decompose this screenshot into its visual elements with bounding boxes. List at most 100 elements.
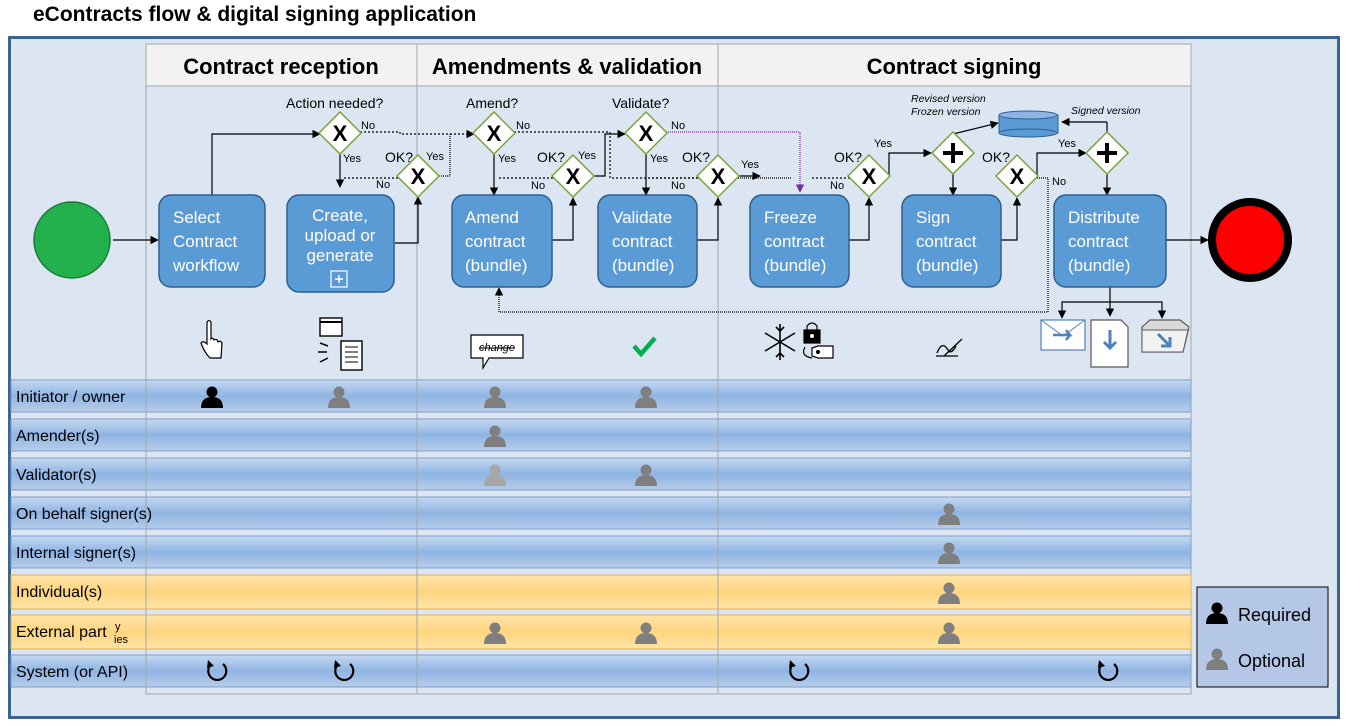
lane-internal: [10, 535, 1192, 569]
svg-text:No: No: [830, 180, 844, 192]
svg-text:workflow: workflow: [172, 256, 240, 275]
svg-text:(bundle): (bundle): [764, 256, 826, 275]
svg-text:(bundle): (bundle): [612, 256, 674, 275]
snowflake-icon: [764, 324, 796, 360]
svg-text:Yes: Yes: [498, 153, 516, 165]
svg-text:Select: Select: [173, 208, 221, 227]
lane-system: [10, 654, 1192, 688]
svg-text:Validate: Validate: [612, 208, 672, 227]
svg-text:Validate?: Validate?: [612, 95, 670, 111]
svg-text:No: No: [531, 180, 545, 192]
svg-text:X: X: [639, 121, 654, 146]
document-generate-icon: [318, 317, 363, 371]
lane-amender: [10, 418, 1192, 452]
gateway-parallel-distribute: [1084, 130, 1130, 176]
signature-pen-icon: [936, 338, 963, 357]
lane-label-external-sup: y: [115, 621, 121, 633]
svg-text:X: X: [711, 164, 726, 189]
svg-text:change: change: [479, 342, 515, 354]
svg-text:contract: contract: [916, 232, 977, 251]
svg-text:X: X: [333, 121, 348, 146]
legend: Required Optional: [1196, 586, 1329, 688]
svg-text:OK?: OK?: [834, 149, 862, 165]
svg-text:No: No: [1052, 176, 1066, 188]
lane-external: [10, 614, 1192, 650]
gateways: X X X X X X X: [317, 110, 1130, 199]
gateway-parallel-sign: [930, 130, 976, 176]
hand-pointer-icon: [200, 319, 223, 359]
svg-text:OK?: OK?: [537, 149, 565, 165]
svg-text:Amend: Amend: [465, 208, 519, 227]
end-event: [1208, 198, 1292, 282]
svg-text:OK?: OK?: [385, 149, 413, 165]
svg-text:Action needed?: Action needed?: [286, 95, 384, 111]
download-document-icon: [1090, 319, 1129, 368]
send-mail-icon: [1040, 319, 1086, 351]
svg-text:Yes: Yes: [343, 153, 361, 165]
svg-text:X: X: [411, 164, 426, 189]
swim-lanes: Initiator / owner Amender(s) Validator(s…: [10, 379, 1192, 694]
lane-label-individual: Individual(s): [16, 584, 102, 601]
task-distribute: Distribute contract (bundle): [1053, 194, 1167, 288]
gateway-amend: X: [471, 110, 517, 156]
lane-label-initiator: Initiator / owner: [16, 389, 126, 406]
svg-text:OK?: OK?: [682, 149, 710, 165]
svg-text:No: No: [671, 120, 685, 132]
gateway-ok-create: X: [395, 153, 441, 199]
archive-folder-icon: [1141, 319, 1190, 353]
svg-text:X: X: [566, 164, 581, 189]
svg-text:No: No: [516, 120, 530, 132]
svg-text:Yes: Yes: [426, 151, 444, 163]
flow-connectors: [113, 117, 1209, 319]
legend-required-label: Required: [1238, 605, 1311, 625]
lane-label-onbehalf: On behalf signer(s): [16, 506, 152, 523]
lane-validator: [10, 457, 1192, 491]
gateway-ok-freeze: X: [846, 153, 892, 199]
svg-text:Distribute: Distribute: [1068, 208, 1140, 227]
gateway-ok-amend: X: [550, 153, 596, 199]
svg-text:No: No: [376, 179, 390, 191]
gateway-action-needed: X: [317, 110, 363, 156]
svg-text:Amend?: Amend?: [466, 95, 518, 111]
lock-tag-icon: [802, 322, 834, 359]
lane-label-amender: Amender(s): [16, 428, 100, 445]
svg-text:X: X: [1010, 164, 1025, 189]
legend-optional-label: Optional: [1238, 651, 1305, 671]
svg-text:upload or: upload or: [305, 226, 376, 245]
lane-onbehalf: [10, 496, 1192, 530]
svg-text:contract: contract: [612, 232, 673, 251]
annotation-signed-version: Signed version: [1071, 105, 1141, 117]
phase-title-amendments: Amendments & validation: [432, 54, 702, 79]
lane-label-system: System (or API): [16, 664, 128, 681]
gateway-validate: X: [623, 110, 669, 156]
process-tasks: Select Contract workflow Create, upload …: [158, 194, 1167, 293]
svg-text:OK?: OK?: [982, 149, 1010, 165]
lane-label-internal: Internal signer(s): [16, 545, 136, 562]
phase-title-reception: Contract reception: [183, 54, 379, 79]
svg-text:X: X: [862, 164, 877, 189]
svg-text:Create,: Create,: [312, 206, 368, 225]
svg-text:X: X: [487, 121, 502, 146]
lane-label-external-sub: ies: [114, 634, 129, 646]
lane-label-validator: Validator(s): [16, 467, 97, 484]
svg-text:Freeze: Freeze: [764, 208, 817, 227]
svg-text:(bundle): (bundle): [916, 256, 978, 275]
check-icon: [632, 336, 657, 358]
task-validate: Validate contract (bundle): [597, 194, 698, 288]
svg-text:Yes: Yes: [578, 150, 596, 162]
svg-text:(bundle): (bundle): [1068, 256, 1130, 275]
svg-text:No: No: [671, 180, 685, 192]
gateway-ok-validate: X: [695, 153, 741, 199]
subprocess-plus-icon: [330, 270, 348, 288]
lane-label-external: External part: [16, 624, 107, 641]
data-store: [998, 110, 1059, 138]
task-select-workflow: Select Contract workflow: [158, 194, 266, 288]
task-amend: Amend contract (bundle): [451, 194, 553, 288]
annotation-revised-version: Revised version: [911, 93, 986, 105]
change-bubble-icon: change: [470, 334, 524, 371]
svg-text:Yes: Yes: [874, 138, 892, 150]
svg-text:contract: contract: [1068, 232, 1129, 251]
svg-text:Yes: Yes: [1058, 138, 1076, 150]
gateway-ok-sign: X: [994, 153, 1040, 199]
svg-text:generate: generate: [306, 246, 373, 265]
